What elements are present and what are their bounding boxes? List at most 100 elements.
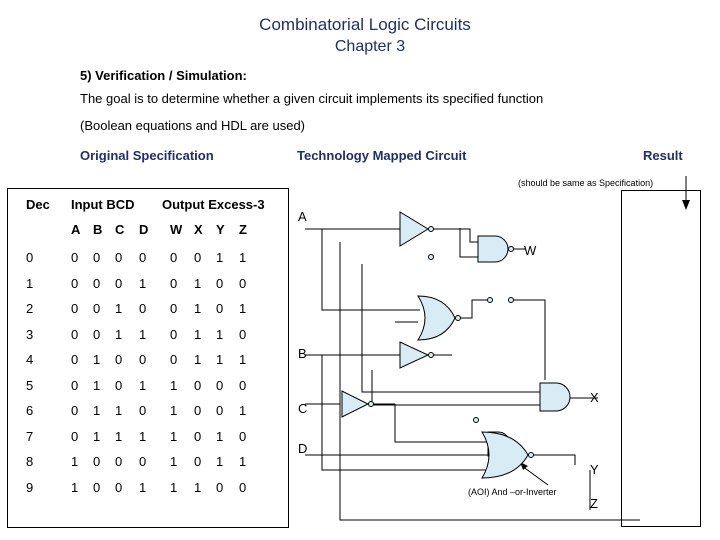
table-cell-input: 0	[71, 250, 79, 265]
circuit-output-y: Y	[590, 462, 599, 477]
bubble-icon	[428, 352, 434, 358]
table-cell-input: 1	[71, 480, 79, 495]
header-output-var: Y	[216, 222, 225, 237]
circuit-input-c: C	[298, 401, 307, 416]
table-cell-output: 0	[216, 403, 224, 418]
bubble-icon	[455, 315, 461, 321]
table-cell-input: 0	[93, 301, 101, 316]
table-cell-output: 0	[170, 250, 178, 265]
table-cell-dec: 6	[26, 403, 34, 418]
table-cell-dec: 2	[26, 301, 34, 316]
table-cell-input: 1	[139, 480, 147, 495]
table-cell-input: 0	[71, 378, 79, 393]
table-cell-input: 0	[139, 352, 147, 367]
table-cell-output: 0	[194, 403, 202, 418]
table-cell-input: 1	[139, 378, 147, 393]
aoi-label: (AOI) And –or-Inverter	[468, 487, 557, 497]
page-title: Combinatorial Logic Circuits	[259, 15, 471, 34]
bubble-icon	[508, 297, 514, 303]
table-cell-output: 0	[239, 327, 247, 342]
table-cell-output: 0	[239, 276, 247, 291]
inverter-b-icon	[399, 341, 430, 369]
table-cell-input: 0	[93, 276, 101, 291]
table-cell-output: 1	[239, 301, 247, 316]
table-cell-input: 0	[71, 429, 79, 444]
table-cell-output: 0	[194, 429, 202, 444]
column-heading-original: Original Specification	[80, 148, 214, 163]
table-cell-input: 1	[93, 403, 101, 418]
circuit-output-x: X	[590, 390, 599, 405]
circuit-input-d: D	[298, 441, 307, 456]
table-cell-input: 0	[139, 403, 147, 418]
table-cell-input: 0	[71, 352, 79, 367]
column-heading-mapped: Technology Mapped Circuit	[297, 148, 467, 163]
table-cell-output: 1	[239, 352, 247, 367]
result-box	[621, 190, 701, 527]
table-cell-output: 1	[239, 250, 247, 265]
table-cell-output: 0	[239, 429, 247, 444]
table-cell-input: 0	[71, 327, 79, 342]
table-cell-input: 0	[115, 378, 123, 393]
table-cell-input: 0	[115, 276, 123, 291]
table-cell-input: 1	[93, 429, 101, 444]
table-cell-output: 0	[170, 352, 178, 367]
table-cell-input: 0	[71, 276, 79, 291]
header-dec: Dec	[26, 197, 50, 212]
header-output-excess3: Output Excess-3	[162, 197, 265, 212]
table-cell-input: 0	[93, 480, 101, 495]
table-cell-dec: 4	[26, 352, 34, 367]
table-cell-output: 0	[194, 250, 202, 265]
circuit-output-w: W	[524, 243, 537, 258]
page-subtitle: Chapter 3	[334, 38, 406, 55]
bubble-icon	[508, 246, 514, 252]
header-input-var: D	[139, 222, 149, 237]
inverter-a-icon	[399, 211, 429, 247]
circuit-input-b: B	[298, 346, 307, 361]
bubble-icon	[528, 452, 534, 458]
table-cell-input: 1	[139, 276, 147, 291]
table-cell-dec: 9	[26, 480, 34, 495]
table-cell-output: 1	[194, 301, 202, 316]
header-input-bcd: Input BCD	[71, 197, 135, 212]
circuit-input-a: A	[298, 209, 307, 224]
table-cell-output: 1	[194, 327, 202, 342]
table-cell-output: 1	[239, 403, 247, 418]
table-cell-input: 0	[71, 403, 79, 418]
table-cell-output: 0	[194, 454, 202, 469]
circuit-wires	[305, 176, 687, 521]
table-cell-input: 0	[139, 454, 147, 469]
table-cell-input: 1	[71, 454, 79, 469]
table-cell-input: 0	[71, 301, 79, 316]
table-cell-output: 0	[216, 480, 224, 495]
table-cell-output: 0	[170, 301, 178, 316]
table-cell-dec: 3	[26, 327, 34, 342]
header-output-var: Z	[239, 222, 247, 237]
header-input-var: A	[71, 222, 81, 237]
table-cell-output: 1	[239, 454, 247, 469]
table-cell-input: 1	[93, 352, 101, 367]
table-cell-input: 1	[115, 327, 123, 342]
table-cell-output: 0	[239, 480, 247, 495]
table-cell-input: 0	[139, 250, 147, 265]
aoi-or-part-icon	[481, 431, 529, 479]
table-cell-output: 1	[170, 480, 178, 495]
table-cell-output: 1	[216, 250, 224, 265]
table-cell-output: 1	[216, 454, 224, 469]
circuit-output-z: Z	[590, 496, 598, 511]
table-cell-input: 0	[115, 352, 123, 367]
table-cell-output: 0	[239, 378, 247, 393]
table-cell-dec: 7	[26, 429, 34, 444]
table-cell-output: 1	[216, 429, 224, 444]
table-cell-output: 1	[194, 480, 202, 495]
table-cell-output: 1	[170, 403, 178, 418]
table-cell-dec: 8	[26, 454, 34, 469]
table-cell-input: 0	[115, 454, 123, 469]
table-cell-output: 0	[170, 276, 178, 291]
table-cell-input: 1	[139, 327, 147, 342]
table-cell-input: 1	[115, 403, 123, 418]
section-heading: 5) Verification / Simulation:	[80, 68, 247, 83]
bubble-icon	[368, 401, 374, 407]
table-cell-input: 0	[93, 250, 101, 265]
truth-table-frame	[7, 188, 289, 528]
table-cell-dec: 0	[26, 250, 34, 265]
